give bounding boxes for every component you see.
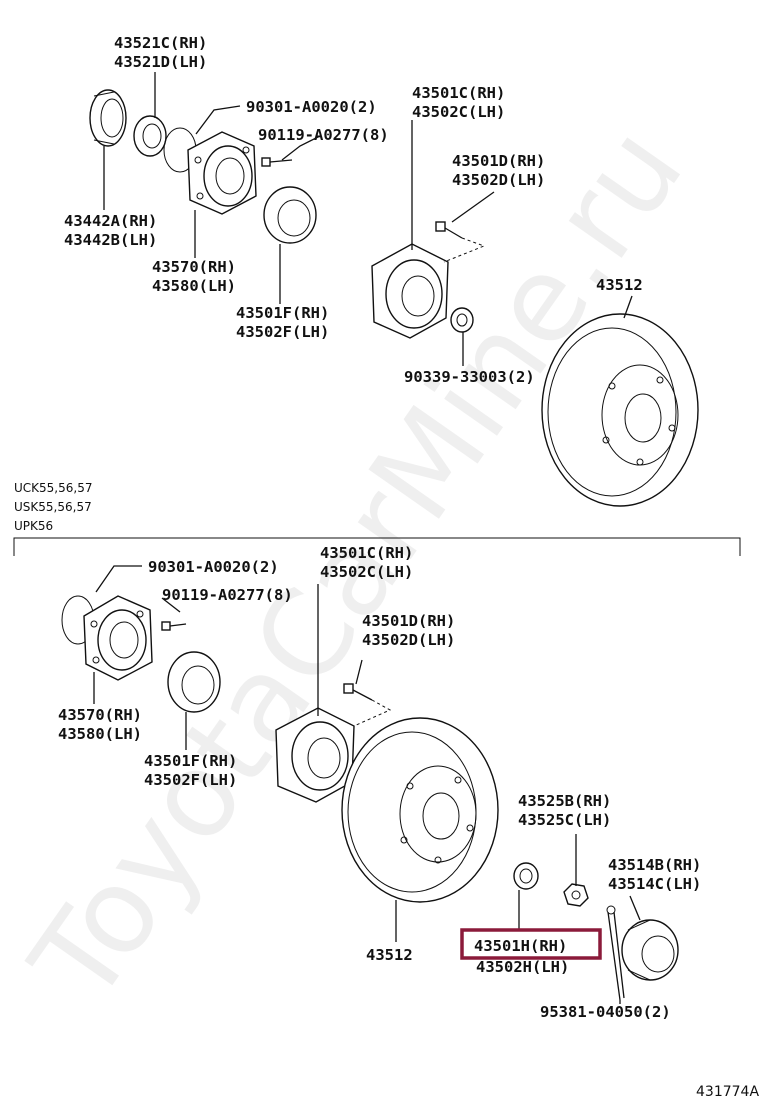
label-90339: 90339-33003(2): [404, 368, 535, 386]
label-43501C-bottom: 43501C(RH)43502C(LH): [320, 544, 413, 581]
knuckle-hub-icon[interactable]: [83, 595, 153, 681]
label-43501F-top: 43501F(RH)43502F(LH): [236, 304, 329, 341]
bearing-race-icon[interactable]: [167, 651, 221, 713]
label-43501D-bottom: 43501D(RH)43502D(LH): [362, 612, 455, 649]
lock-nut-icon[interactable]: [563, 883, 589, 907]
cotter-pin-icon[interactable]: [606, 905, 625, 1001]
label-43514: 43514B(RH)43514C(LH): [608, 856, 701, 893]
label-43521: 43521C(RH)43521D(LH): [114, 34, 207, 71]
bearing-ring-icon[interactable]: [133, 115, 167, 157]
oil-seal-icon[interactable]: [89, 89, 127, 147]
label-43512-top: 43512: [596, 276, 643, 294]
label-43501C-top: 43501C(RH)43502C(LH): [412, 84, 505, 121]
knuckle-hub-icon[interactable]: [187, 131, 257, 215]
label-43525: 43525B(RH)43525C(LH): [518, 792, 611, 829]
label-90301-bottom: 90301-A0020(2): [148, 558, 279, 576]
label-43512-bottom: 43512: [366, 946, 413, 964]
label-90119-top: 90119-A0277(8): [258, 126, 389, 144]
label-43570-top: 43570(RH)43580(LH): [152, 258, 236, 295]
label-43501D-top: 43501D(RH)43502D(LH): [452, 152, 545, 189]
hub-nut-icon[interactable]: [513, 862, 539, 890]
hub-bolt-icon[interactable]: [435, 221, 463, 239]
section-bracket: [13, 537, 741, 556]
brake-disc-icon[interactable]: [341, 717, 499, 903]
label-43501F-bottom: 43501F(RH)43502F(LH): [144, 752, 237, 789]
axle-hub-icon[interactable]: [371, 243, 449, 339]
label-43570-bottom: 43570(RH)43580(LH): [58, 706, 142, 743]
brake-disc-icon[interactable]: [541, 313, 699, 507]
hub-nut-icon[interactable]: [450, 307, 474, 333]
label-43501H[interactable]: 43501H(RH): [474, 937, 567, 955]
label-90119-bottom: 90119-A0277(8): [162, 586, 293, 604]
bearing-race-icon[interactable]: [263, 186, 317, 244]
bolt-icon[interactable]: [261, 157, 293, 167]
highlight-box: [460, 928, 602, 960]
bolt-icon[interactable]: [161, 621, 187, 631]
label-90301-top: 90301-A0020(2): [246, 98, 377, 116]
diagram-id: 431774A: [696, 1084, 759, 1100]
grease-cap-icon[interactable]: [621, 919, 679, 981]
label-43502H: 43502H(LH): [476, 958, 569, 976]
label-95381: 95381-04050(2): [540, 1003, 671, 1021]
label-43442: 43442A(RH)43442B(LH): [64, 212, 157, 249]
hub-bolt-icon[interactable]: [343, 683, 373, 701]
